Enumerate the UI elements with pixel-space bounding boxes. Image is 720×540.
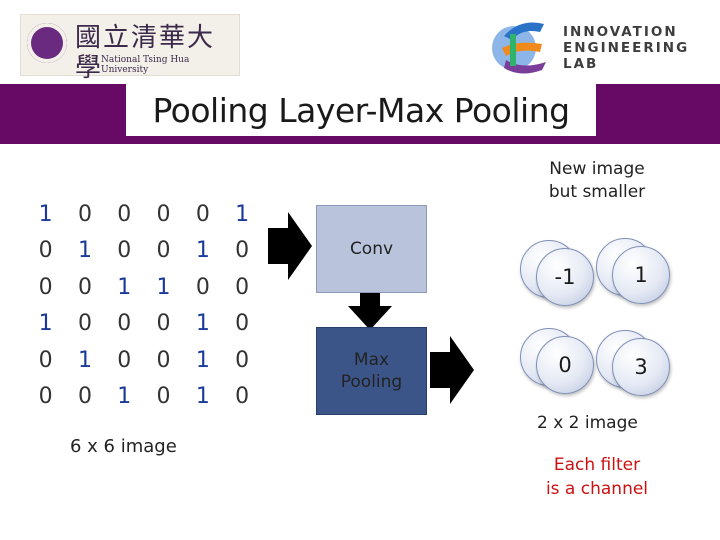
- matrix-cell: 0: [77, 311, 92, 337]
- matrix-cell: 1: [77, 238, 92, 264]
- max-pooling-box: Max Pooling: [316, 327, 427, 415]
- channel-note-line1: Each filter: [553, 455, 641, 475]
- matrix-cell: 0: [117, 311, 132, 337]
- output-heading: New image but smaller: [520, 158, 674, 204]
- matrix-cell: 0: [195, 201, 210, 227]
- lab-logo: INNOVATION ENGINEERING LAB: [490, 10, 705, 80]
- output-heading-line2: but smaller: [548, 182, 646, 202]
- arrow-from-pool-icon: [430, 336, 474, 404]
- matrix-cell: 0: [117, 238, 132, 264]
- matrix-cell: 0: [117, 201, 132, 227]
- lab-mark-icon: [492, 22, 546, 74]
- output-heading-line1: New image: [549, 159, 645, 179]
- arrow-to-conv-icon: [268, 212, 312, 280]
- output-cell: -1: [520, 240, 612, 306]
- max-pooling-label-line2: Pooling: [340, 372, 403, 392]
- arrow-to-pool-icon: [348, 292, 392, 330]
- matrix-cell: 0: [195, 274, 210, 300]
- university-name: 國立清華大學: [75, 23, 216, 83]
- output-value: 3: [612, 338, 670, 396]
- max-pooling-label-line1: Max: [353, 350, 390, 370]
- conv-label: Conv: [349, 239, 394, 259]
- output-value: 1: [612, 246, 670, 304]
- output-value: -1: [536, 248, 594, 306]
- matrix-cell: 0: [235, 274, 250, 300]
- matrix-cell: 1: [195, 238, 210, 264]
- channel-note-line2: is a channel: [545, 479, 649, 499]
- output-cell: 1: [596, 238, 688, 304]
- slide-title: Pooling Layer-Max Pooling: [152, 90, 570, 130]
- lab-name-line1: INNOVATION: [563, 24, 678, 40]
- matrix-cell: 0: [156, 238, 171, 264]
- matrix-cell: 0: [38, 238, 53, 264]
- matrix-cell: 0: [235, 384, 250, 410]
- matrix-cell: 0: [77, 274, 92, 300]
- matrix-cell: 1: [156, 274, 171, 300]
- matrix-cell: 0: [77, 201, 92, 227]
- matrix-cell: 1: [195, 347, 210, 373]
- matrix-cell: 0: [38, 384, 53, 410]
- matrix-cell: 1: [38, 311, 53, 337]
- matrix-cell: 0: [117, 347, 132, 373]
- channel-note: Each filter is a channel: [515, 453, 679, 501]
- lab-name-line3: LAB: [563, 56, 599, 72]
- university-subtitle: National Tsing Hua University: [101, 55, 190, 75]
- output-cell: 3: [596, 330, 688, 396]
- title-box: Pooling Layer-Max Pooling: [126, 84, 596, 136]
- matrix-cell: 1: [77, 347, 92, 373]
- output-value: 0: [536, 336, 594, 394]
- matrix-cell: 1: [38, 201, 53, 227]
- output-cell: 0: [520, 328, 612, 394]
- matrix-cell: 1: [235, 201, 250, 227]
- matrix-cell: 1: [195, 384, 210, 410]
- matrix-cell: 0: [156, 384, 171, 410]
- matrix-cell: 0: [38, 347, 53, 373]
- matrix-cell: 0: [235, 311, 250, 337]
- input-caption: 6 x 6 image: [70, 436, 177, 457]
- matrix-cell: 0: [156, 201, 171, 227]
- matrix-cell: 0: [156, 347, 171, 373]
- matrix-cell: 0: [77, 384, 92, 410]
- matrix-cell: 1: [195, 311, 210, 337]
- output-caption: 2 x 2 image: [537, 413, 638, 433]
- lab-name-line2: ENGINEERING: [563, 40, 690, 56]
- matrix-cell: 1: [117, 384, 132, 410]
- max-pooling-label: Max Pooling: [341, 349, 402, 393]
- matrix-cell: 1: [117, 274, 132, 300]
- matrix-cell: 0: [156, 311, 171, 337]
- matrix-cell: 0: [38, 274, 53, 300]
- lab-name: INNOVATION ENGINEERING LAB: [563, 24, 689, 72]
- university-logo: 國立清華大學 National Tsing Hua University: [20, 14, 240, 83]
- conv-box: Conv: [316, 205, 427, 293]
- matrix-cell: 0: [235, 347, 250, 373]
- university-seal-icon: [27, 23, 67, 63]
- matrix-cell: 0: [235, 238, 250, 264]
